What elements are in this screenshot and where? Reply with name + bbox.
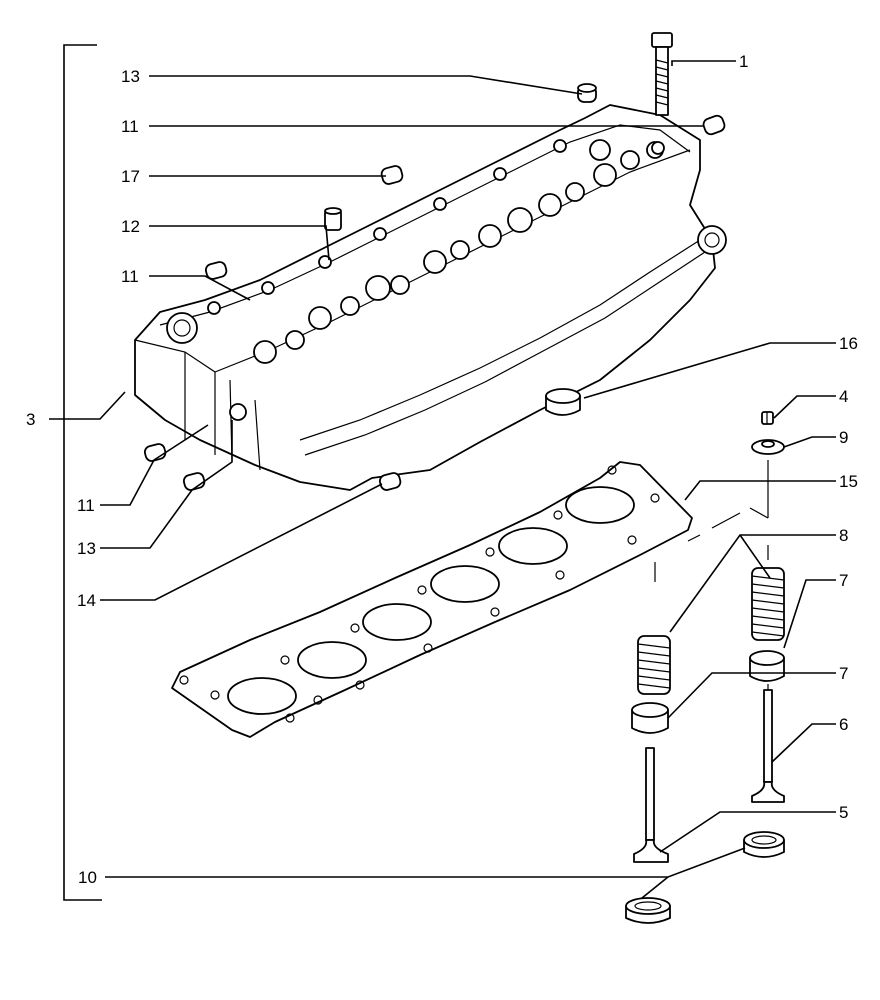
callout-12: 12 (121, 217, 140, 236)
gasket-bores (227, 486, 635, 715)
valve-keeper (761, 411, 774, 425)
valve-seat-upper (743, 831, 785, 858)
callout-11-top: 11 (121, 117, 139, 136)
cap-16 (545, 388, 581, 416)
valve-axis-lines (654, 460, 769, 694)
callout-7-lower: 7 (839, 664, 848, 683)
callout-5: 5 (839, 803, 848, 822)
valve-intake (633, 747, 669, 863)
valve-spring-left (637, 635, 671, 695)
spring-retainer (751, 439, 785, 455)
head-gasket (171, 461, 693, 738)
leader-lines (49, 60, 836, 899)
callout-11-low: 11 (77, 496, 95, 515)
callout-9: 9 (839, 428, 848, 447)
callout-4: 4 (839, 387, 848, 406)
dowel-11-top (702, 114, 726, 136)
callout-1: 1 (739, 52, 748, 71)
valve-seat-lower (625, 897, 671, 924)
gasket-bolt-holes (179, 465, 660, 723)
callout-16: 16 (839, 334, 858, 353)
valve-seal-left (631, 702, 669, 734)
valve-pockets (253, 139, 664, 364)
valve-exhaust (751, 689, 785, 803)
plug-17 (380, 165, 404, 185)
head-bolt (651, 32, 673, 116)
callout-6: 6 (839, 715, 848, 734)
valve-spring-right (751, 567, 785, 641)
callout-14: 14 (77, 591, 96, 610)
head-bolt-bosses (207, 139, 665, 315)
callout-13-top: 13 (121, 67, 140, 86)
valve-seal-right (749, 650, 785, 682)
callout-15: 15 (839, 472, 858, 491)
assembly-bracket (63, 44, 102, 901)
callout-3: 3 (26, 410, 35, 429)
callout-17: 17 (121, 167, 140, 186)
callout-13-low: 13 (77, 539, 96, 558)
callout-7-upper: 7 (839, 571, 848, 590)
callout-labels: 1 3 4 5 6 7 7 8 9 10 11 11 11 12 13 13 1… (26, 52, 858, 887)
cylinder-head (134, 104, 727, 491)
dowel-13-top (577, 83, 597, 103)
pin-12 (324, 207, 342, 231)
dowel-11-mid (204, 261, 228, 280)
callout-11-mid: 11 (121, 267, 139, 286)
callout-10: 10 (78, 868, 97, 887)
callout-8: 8 (839, 526, 848, 545)
